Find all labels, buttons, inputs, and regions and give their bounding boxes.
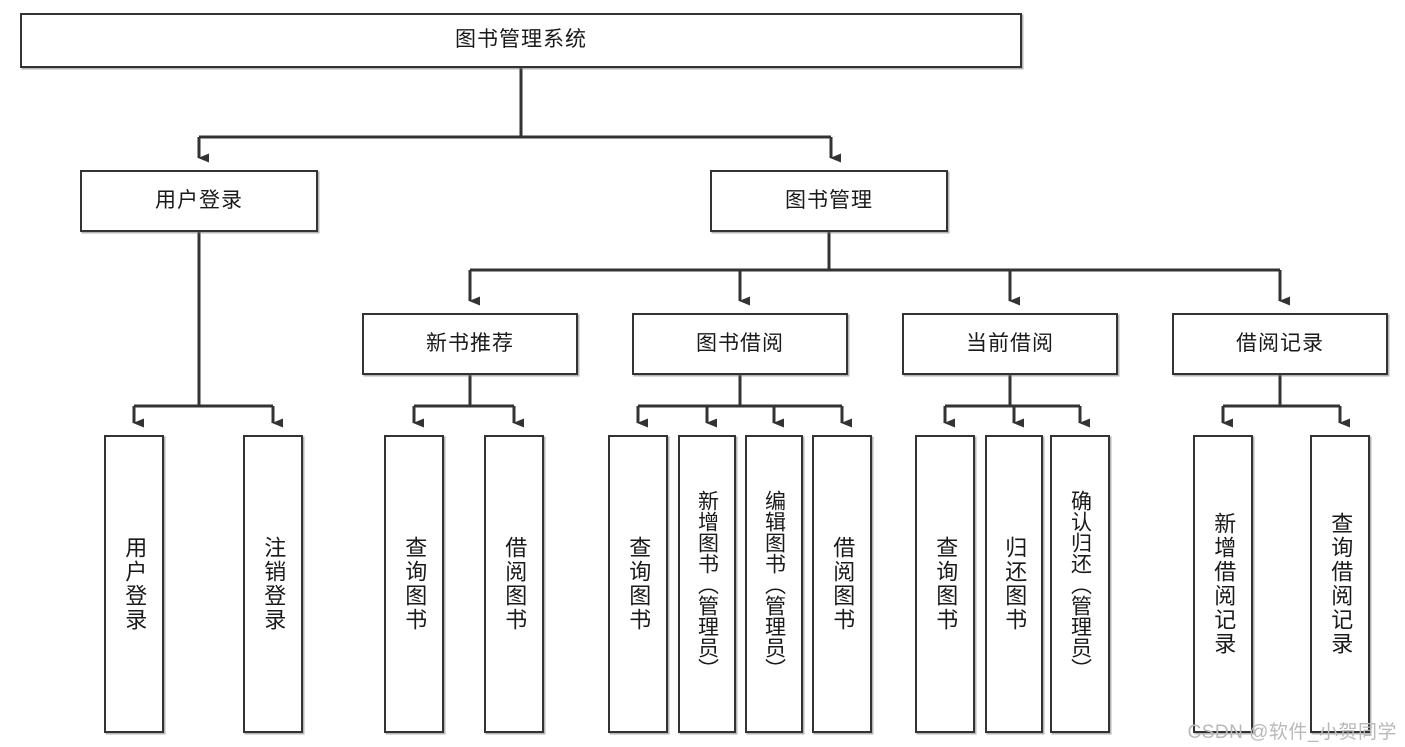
node-leaf-6[interactable]: 编辑图书（管理员）: [745, 435, 803, 733]
node-leaf-7[interactable]: 借阅图书: [812, 435, 872, 733]
node-label: 查询图书: [402, 536, 428, 632]
node-level2-0[interactable]: 用户登录: [80, 170, 318, 232]
node-leaf-11[interactable]: 新增借阅记录: [1193, 435, 1253, 733]
node-leaf-12[interactable]: 查询借阅记录: [1310, 435, 1370, 733]
csdn-watermark: CSDN @软件_小贺同学: [1187, 722, 1397, 743]
node-label: 查询借阅记录: [1328, 512, 1354, 656]
node-level2-1[interactable]: 图书管理: [710, 170, 948, 232]
node-label: 新增图书（管理员）: [695, 489, 719, 679]
node-level3-3[interactable]: 借阅记录: [1172, 313, 1388, 375]
node-label: 查询图书: [933, 536, 959, 632]
node-level3-2[interactable]: 当前借阅: [902, 313, 1118, 375]
node-leaf-10[interactable]: 确认归还（管理员）: [1050, 435, 1110, 733]
node-leaf-3[interactable]: 借阅图书: [484, 435, 544, 733]
node-label: 图书管理系统: [455, 28, 587, 52]
node-label: 注销登录: [261, 536, 287, 632]
node-leaf-1[interactable]: 注销登录: [243, 435, 303, 733]
node-label: 图书管理: [785, 188, 873, 212]
node-label: 新增借阅记录: [1211, 512, 1237, 656]
node-leaf-5[interactable]: 新增图书（管理员）: [678, 435, 736, 733]
node-level3-0[interactable]: 新书推荐: [362, 313, 578, 375]
node-level3-1[interactable]: 图书借阅: [632, 313, 848, 375]
node-label: 归还图书: [1002, 536, 1028, 632]
node-label: 借阅图书: [502, 536, 528, 632]
node-label: 编辑图书（管理员）: [762, 489, 786, 679]
node-label: 查询图书: [626, 536, 652, 632]
node-label: 图书借阅: [696, 331, 784, 355]
node-label: 确认归还（管理员）: [1068, 489, 1092, 679]
node-leaf-4[interactable]: 查询图书: [608, 435, 668, 733]
node-leaf-8[interactable]: 查询图书: [915, 435, 975, 733]
node-label: 用户登录: [122, 536, 148, 632]
node-label: 借阅记录: [1236, 331, 1324, 355]
node-label: 借阅图书: [830, 536, 856, 632]
node-root[interactable]: 图书管理系统: [20, 13, 1022, 68]
node-label: 新书推荐: [426, 331, 514, 355]
node-leaf-2[interactable]: 查询图书: [384, 435, 444, 733]
node-leaf-0[interactable]: 用户登录: [104, 435, 164, 733]
node-leaf-9[interactable]: 归还图书: [985, 435, 1043, 733]
node-label: 当前借阅: [966, 331, 1054, 355]
node-label: 用户登录: [155, 188, 243, 212]
